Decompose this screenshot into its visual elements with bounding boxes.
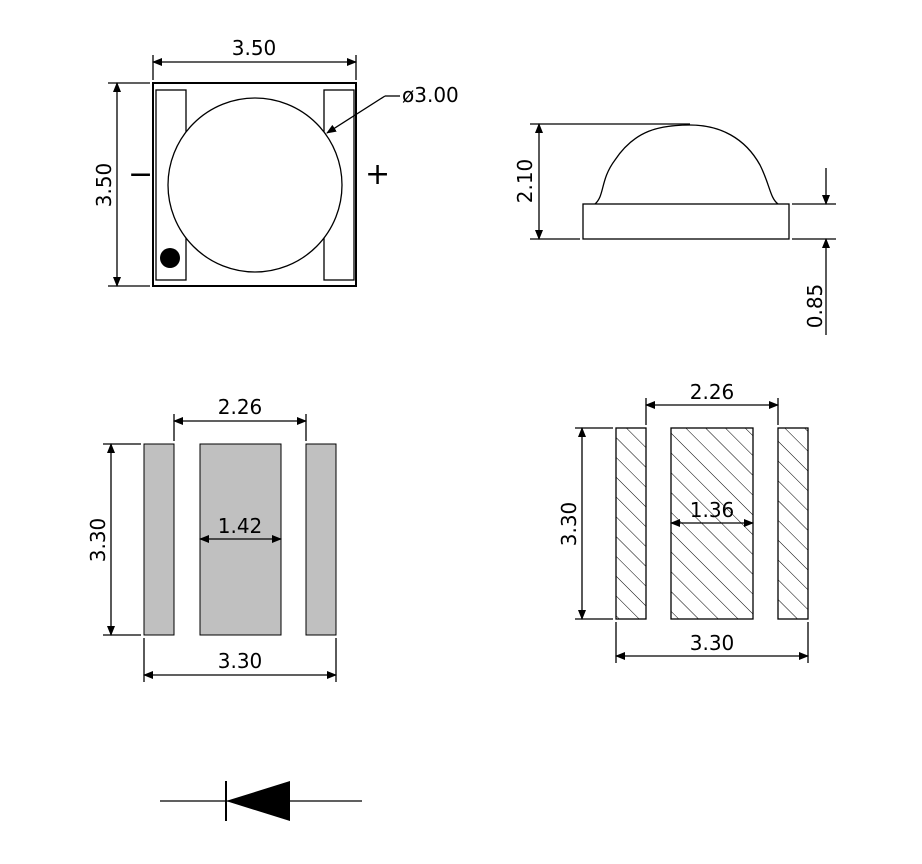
package-outline bbox=[152, 82, 357, 287]
pad-right-center-width-label: 1.36 bbox=[690, 498, 735, 522]
pad-right-top-width-label: 2.26 bbox=[690, 380, 735, 404]
hatched-pad-left bbox=[615, 427, 647, 620]
top-height-label: 3.50 bbox=[92, 163, 116, 208]
pad-right bbox=[305, 443, 337, 636]
plus-sign: + bbox=[365, 157, 390, 192]
top-width-label: 3.50 bbox=[232, 36, 277, 60]
side-dome bbox=[594, 124, 779, 205]
lens-diameter-label: ø3.00 bbox=[402, 83, 459, 107]
pad-right-bottom-width-label: 3.30 bbox=[690, 631, 735, 655]
lens-circle bbox=[167, 97, 343, 273]
pad-left bbox=[143, 443, 175, 636]
pad-left-center-width-label: 1.42 bbox=[218, 514, 263, 538]
base-height-label: 0.85 bbox=[803, 284, 827, 329]
side-view: 2.10 0.85 bbox=[513, 123, 836, 335]
pad-left-height-label: 3.30 bbox=[86, 518, 110, 563]
top-view: 3.50 3.50 ø3.00 − + bbox=[92, 36, 459, 287]
side-height-label: 2.10 bbox=[513, 159, 537, 204]
minus-sign: − bbox=[128, 157, 153, 192]
pad-layout-solid: 2.26 1.42 3.30 3.30 bbox=[86, 395, 337, 682]
pad-left-bottom-width-label: 3.30 bbox=[218, 649, 263, 673]
hatched-pad-right bbox=[777, 427, 809, 620]
pad-right-height-label: 3.30 bbox=[557, 502, 581, 547]
diode-symbol-icon bbox=[160, 781, 362, 821]
pad-left-top-width-label: 2.26 bbox=[218, 395, 263, 419]
side-base bbox=[582, 203, 790, 240]
polarity-dot bbox=[160, 248, 180, 268]
pad-layout-hatched: 2.26 1.36 3.30 3.30 bbox=[557, 380, 809, 663]
